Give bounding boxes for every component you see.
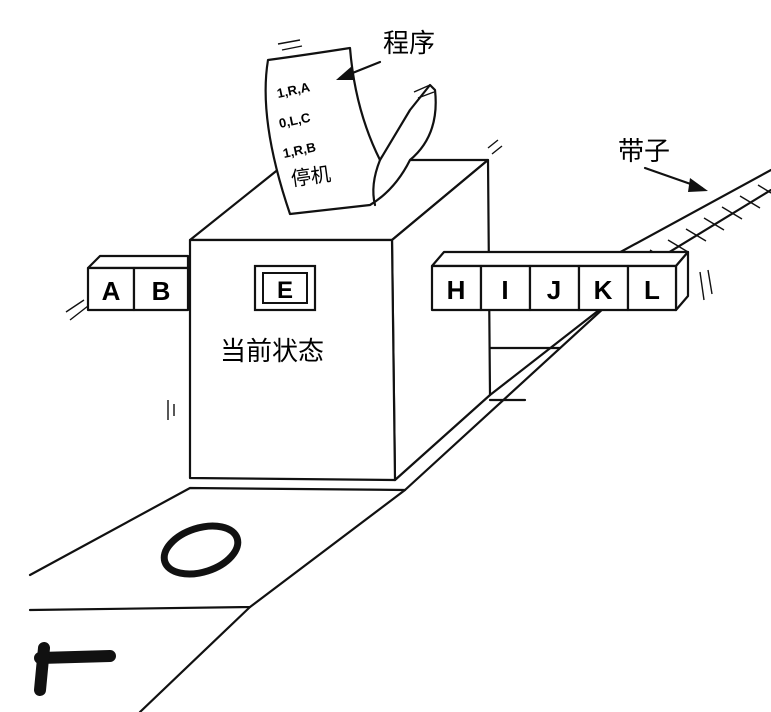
tape-label: 带子	[618, 137, 670, 167]
floor-symbol-one	[34, 642, 116, 696]
program-line-2: 0,L,C	[278, 110, 313, 131]
box-front-face	[188, 238, 397, 482]
program-card-motion-top	[277, 39, 303, 51]
tape-cell-i	[479, 264, 532, 312]
tape-cell-i-label: I	[501, 275, 508, 305]
tape-left-cells	[65, 254, 190, 321]
state-window	[253, 264, 317, 312]
tape-cell-b	[132, 266, 190, 312]
floor-symbol-zero	[160, 522, 242, 578]
tape-right-motion	[699, 269, 713, 301]
program-card-shape	[264, 46, 437, 216]
tape-arrow	[643, 166, 708, 192]
tape-cell-k	[577, 264, 630, 312]
tape-cell-b-label: B	[152, 276, 171, 306]
tape-cell-j	[528, 264, 581, 312]
program-line-3: 1,R,B	[282, 139, 318, 161]
machine-box	[167, 139, 503, 482]
halt-label: 停机	[289, 162, 332, 191]
floor-strip	[28, 273, 642, 712]
tape-cell-l-label: L	[644, 275, 660, 305]
tape-edge-top	[613, 168, 771, 257]
program-line-1: 1,R,A	[276, 79, 312, 101]
tape-cell-l	[626, 264, 678, 312]
tape-left-motion	[65, 299, 89, 321]
tape-cell-j-label: J	[547, 275, 561, 305]
tape-right-cells	[430, 250, 713, 312]
program-arrow	[336, 60, 382, 80]
floor-edge-lower	[138, 605, 252, 712]
state-symbol: E	[277, 277, 293, 304]
floor-segment-upper	[28, 486, 407, 612]
tape-cell-h	[430, 264, 483, 312]
tape-cell-a	[86, 266, 136, 312]
tape-cell-a-label: A	[102, 276, 121, 306]
current-state-label: 当前状态	[220, 337, 324, 367]
tape-cell-h-label: H	[447, 275, 466, 305]
program-card-motion-right	[413, 84, 435, 99]
tape-cell-k-label: K	[594, 275, 613, 305]
tape-strip	[613, 168, 771, 272]
program-label: 程序	[383, 29, 435, 59]
program-card-fold	[372, 158, 382, 207]
program-card	[264, 39, 437, 216]
